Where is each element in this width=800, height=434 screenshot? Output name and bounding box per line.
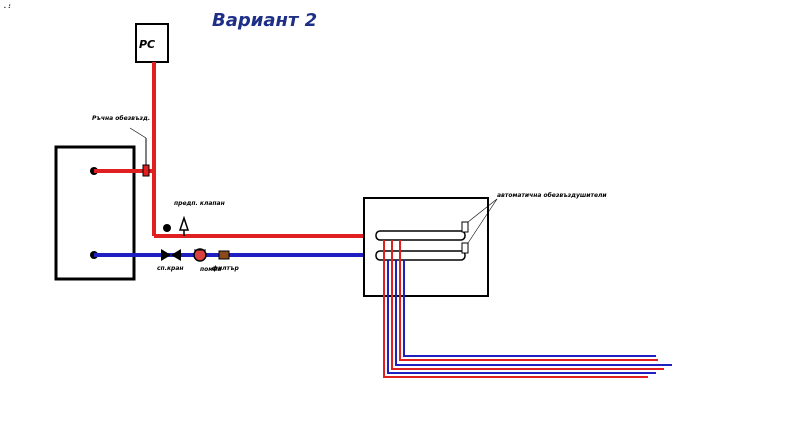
auto-vent-leader-1	[467, 198, 498, 223]
auto-vent-lower	[461, 242, 469, 254]
shutoff-valve-label: сп.кран	[157, 265, 184, 272]
supply-pipe	[94, 62, 390, 238]
pump-label: помпа	[200, 266, 221, 273]
auto-vent-upper	[461, 221, 469, 233]
safety-valve-dot	[163, 224, 171, 232]
pressure-switch-label: РС	[139, 38, 155, 51]
safety-valve-icon	[178, 215, 190, 231]
return-manifold	[375, 250, 466, 261]
manual-vent-label: Ръчна обезвъзд.	[92, 115, 150, 122]
supply-manifold	[375, 230, 466, 241]
floor-loops	[383, 240, 672, 378]
shutoff-valve-right	[171, 249, 181, 261]
corner-marker: . :	[4, 3, 11, 10]
manual-vent-icon	[142, 164, 150, 177]
filter-label: филтър	[212, 265, 240, 272]
safety-valve-label: предп. клапан	[174, 200, 225, 207]
shutoff-valve-left	[161, 249, 171, 261]
boiler	[54, 145, 136, 281]
pump-icon	[193, 248, 207, 262]
diagram-title: Вариант 2	[212, 10, 317, 31]
manifold-cabinet	[363, 197, 489, 297]
auto-vent-label: автоматична обезвъздушители	[497, 192, 607, 199]
manual-vent-leader	[129, 127, 147, 139]
filter-icon	[218, 250, 230, 260]
auto-vent-leader-2	[467, 198, 498, 244]
